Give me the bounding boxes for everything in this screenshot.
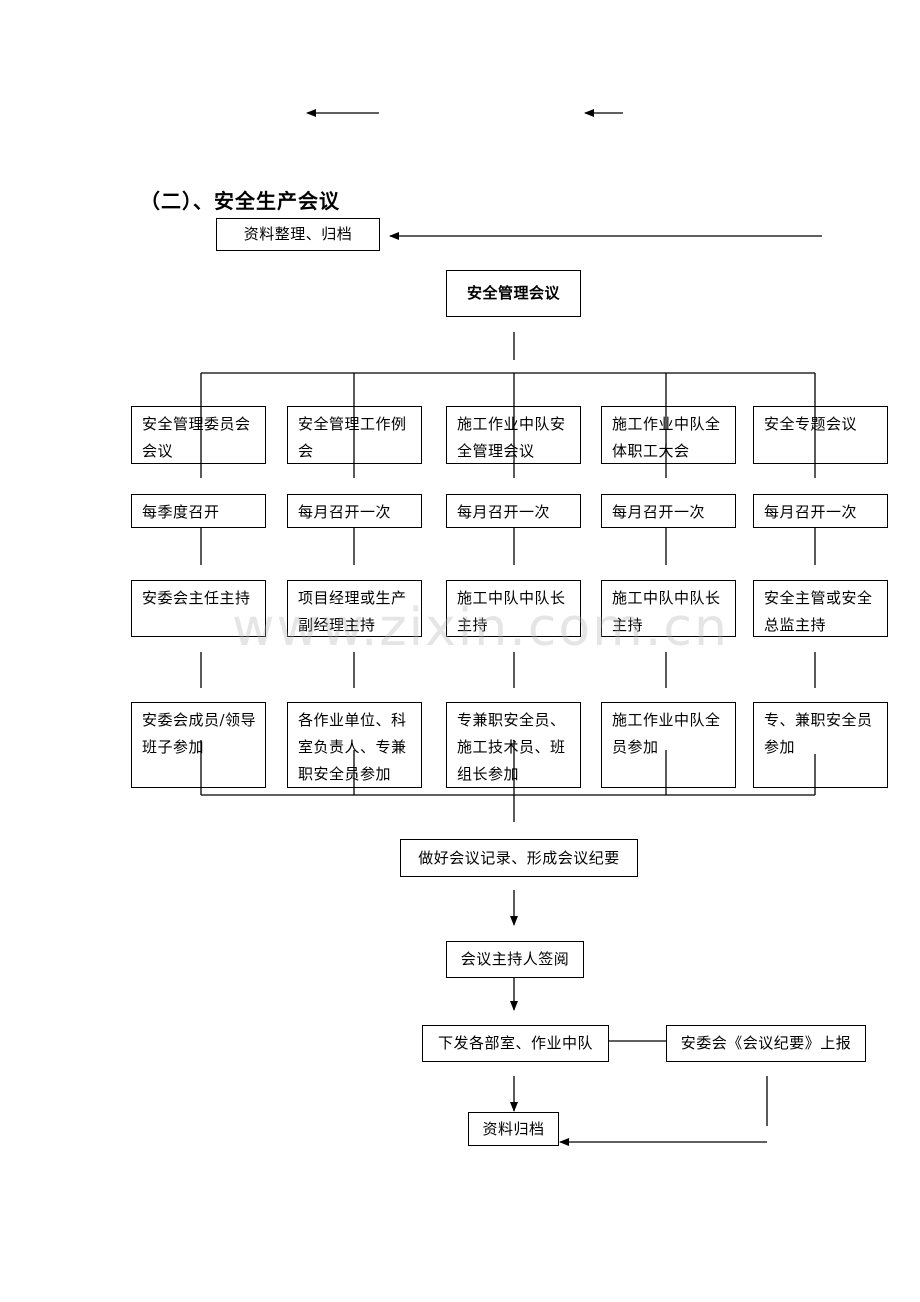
host-label: 安委会主任主持 <box>142 589 251 607</box>
participants-box-3: 专兼职安全员、施工技术员、班组长参加 <box>446 702 581 788</box>
participants-box-5: 专、兼职安全员参加 <box>753 702 888 788</box>
frequency-label: 每月召开一次 <box>298 503 392 521</box>
frequency-box-4: 每月召开一次 <box>601 494 736 528</box>
distribute-label: 下发各部室、作业中队 <box>437 1034 593 1052</box>
archive-top-box: 资料整理、归档 <box>216 218 380 251</box>
meeting-box-1: 安全管理委员会会议 <box>131 406 266 464</box>
host-box-2: 项目经理或生产副经理主持 <box>287 580 422 637</box>
participants-label: 安委会成员/领导班子参加 <box>142 711 257 756</box>
participants-box-2: 各作业单位、科室负责人、专兼职安全员参加 <box>287 702 422 788</box>
host-box-3: 施工中队中队长主持 <box>446 580 581 637</box>
meeting-label: 安全管理工作例会 <box>298 415 407 460</box>
frequency-label: 每月召开一次 <box>457 503 551 521</box>
participants-label: 各作业单位、科室负责人、专兼职安全员参加 <box>298 711 407 783</box>
frequency-label: 每月召开一次 <box>764 503 858 521</box>
meeting-box-5: 安全专题会议 <box>753 406 888 464</box>
host-box-1: 安委会主任主持 <box>131 580 266 637</box>
record-box: 做好会议记录、形成会议纪要 <box>400 839 638 877</box>
root-box: 安全管理会议 <box>446 270 581 317</box>
meeting-label: 安全专题会议 <box>764 415 858 433</box>
meeting-label: 安全管理委员会会议 <box>142 415 251 460</box>
host-box-4: 施工中队中队长主持 <box>601 580 736 637</box>
root-label: 安全管理会议 <box>466 284 560 302</box>
sign-box: 会议主持人签阅 <box>446 941 584 978</box>
archive-top-label: 资料整理、归档 <box>243 225 353 243</box>
frequency-box-3: 每月召开一次 <box>446 494 581 528</box>
participants-label: 专、兼职安全员参加 <box>764 711 873 756</box>
report-box: 安委会《会议纪要》上报 <box>666 1025 866 1062</box>
participants-label: 专兼职安全员、施工技术员、班组长参加 <box>457 711 566 783</box>
meeting-label: 施工作业中队全体职工大会 <box>612 415 721 460</box>
meeting-box-3: 施工作业中队安全管理会议 <box>446 406 581 464</box>
frequency-box-5: 每月召开一次 <box>753 494 888 528</box>
participants-box-1: 安委会成员/领导班子参加 <box>131 702 266 788</box>
host-label: 项目经理或生产副经理主持 <box>298 589 407 634</box>
participants-box-4: 施工作业中队全员参加 <box>601 702 736 788</box>
section-title: （二）、安全生产会议 <box>140 189 340 213</box>
distribute-box: 下发各部室、作业中队 <box>422 1025 609 1062</box>
frequency-label: 每季度召开 <box>142 503 220 521</box>
meeting-box-4: 施工作业中队全体职工大会 <box>601 406 736 464</box>
archive-bottom-box: 资料归档 <box>468 1112 559 1146</box>
frequency-box-2: 每月召开一次 <box>287 494 422 528</box>
meeting-label: 施工作业中队安全管理会议 <box>457 415 566 460</box>
frequency-label: 每月召开一次 <box>612 503 706 521</box>
frequency-box-1: 每季度召开 <box>131 494 266 528</box>
host-label: 安全主管或安全总监主持 <box>764 589 873 634</box>
record-label: 做好会议记录、形成会议纪要 <box>418 849 620 867</box>
host-label: 施工中队中队长主持 <box>457 589 566 634</box>
host-label: 施工中队中队长主持 <box>612 589 721 634</box>
meeting-box-2: 安全管理工作例会 <box>287 406 422 464</box>
report-label: 安委会《会议纪要》上报 <box>680 1034 852 1052</box>
host-box-5: 安全主管或安全总监主持 <box>753 580 888 637</box>
participants-label: 施工作业中队全员参加 <box>612 711 721 756</box>
archive-bottom-label: 资料归档 <box>482 1120 545 1138</box>
sign-label: 会议主持人签阅 <box>460 950 570 968</box>
